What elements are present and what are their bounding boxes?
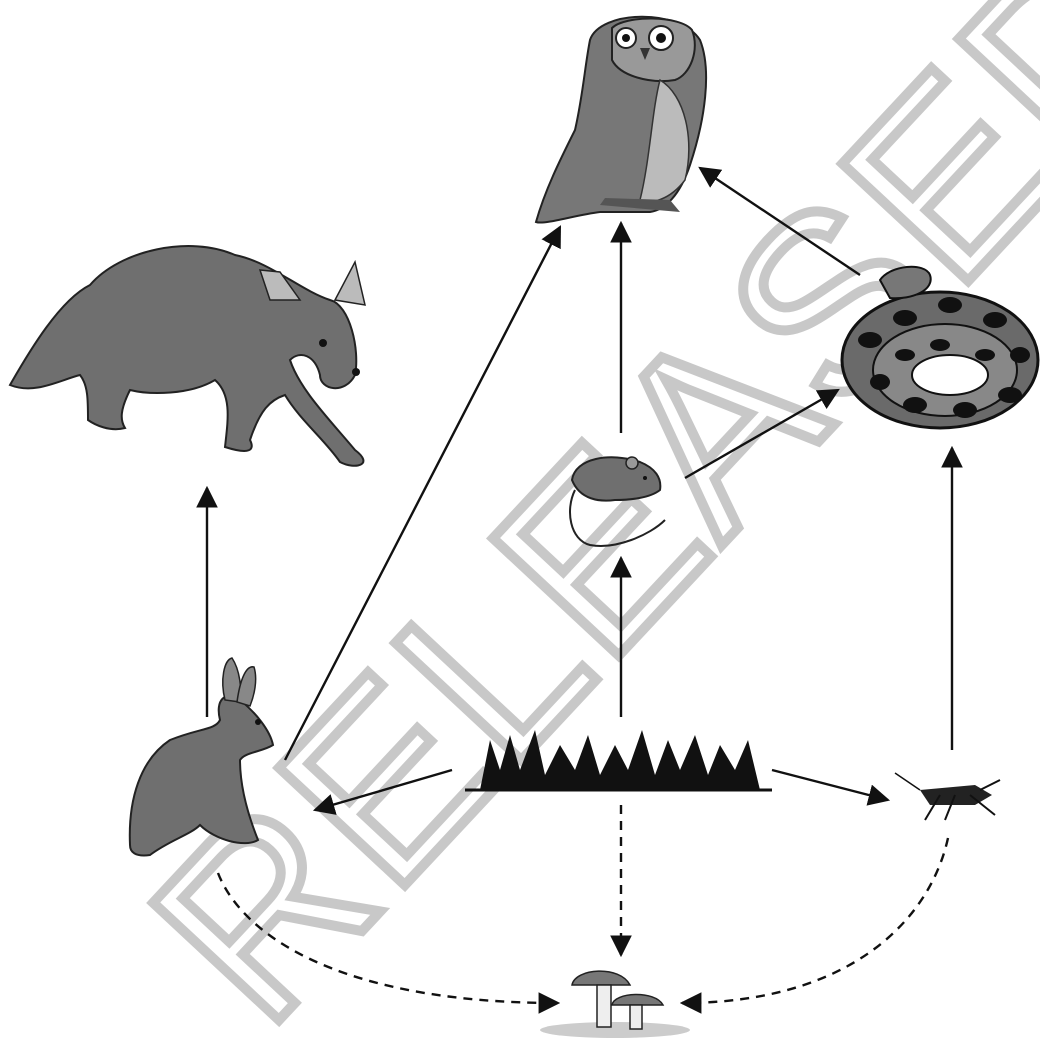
owl-icon — [536, 17, 706, 223]
fox-icon — [10, 246, 365, 466]
mushroom-icon — [540, 971, 690, 1038]
arrow-grass-to-grasshopper — [772, 770, 888, 800]
arrow-grasshopper-to-mushroom — [682, 838, 948, 1003]
grasshopper-icon — [895, 773, 1000, 820]
grass-icon — [465, 730, 772, 790]
